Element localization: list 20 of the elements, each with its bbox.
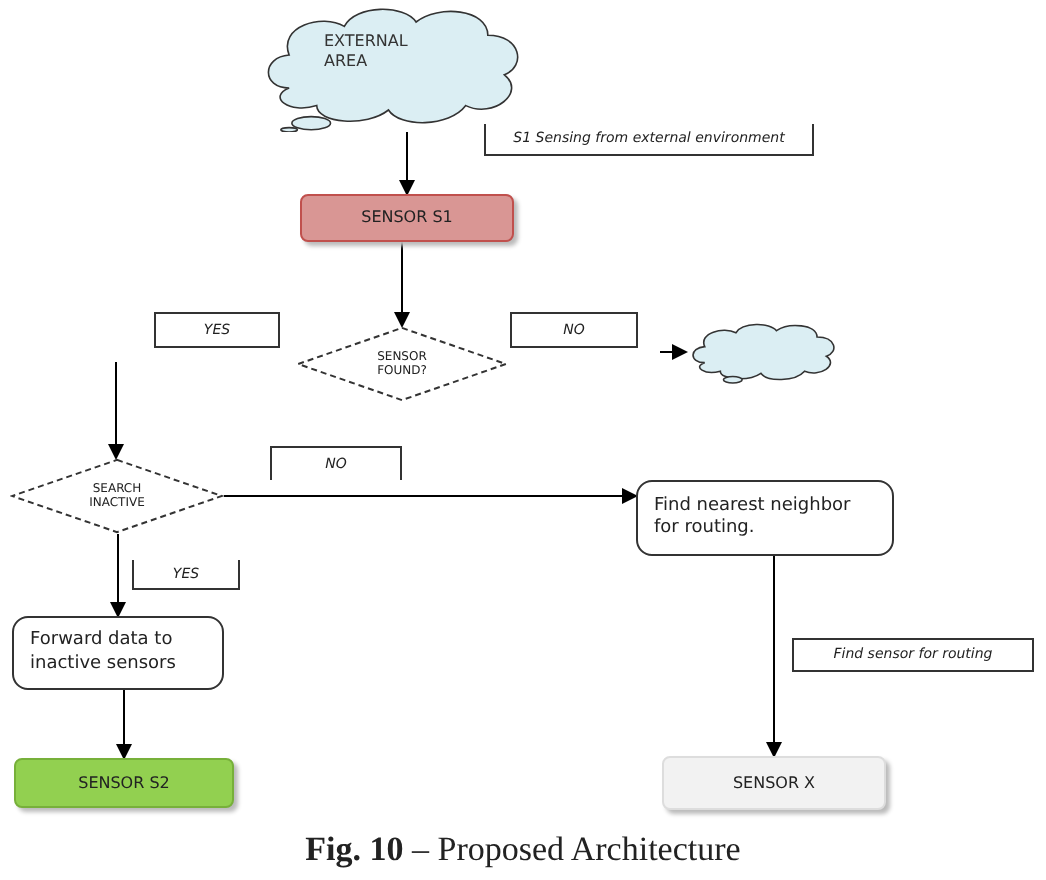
node-text: Forward data to inactive sensors: [30, 630, 178, 676]
process-box: [636, 480, 894, 556]
arrow: [110, 533, 126, 618]
arrow: [223, 488, 638, 504]
arrow: [399, 131, 415, 196]
process-box: [662, 756, 886, 810]
node-text: EXTERNAL AREA: [324, 32, 410, 72]
arrow: [659, 344, 688, 360]
process-box: [12, 616, 224, 690]
arrow: [766, 555, 782, 758]
process-box: [14, 758, 234, 808]
node-text: SENSOR S1: [361, 208, 453, 228]
figure-caption: Fig. 10 – Proposed Architecture: [303, 828, 743, 872]
node-text: Find nearest neighbor for routing.: [654, 495, 853, 541]
arrow: [394, 241, 410, 328]
arrow: [108, 361, 124, 460]
node-text: SENSOR S2: [78, 773, 170, 793]
node-text: SENSOR X: [732, 773, 816, 793]
process-box: [300, 194, 514, 242]
arrow: [116, 689, 132, 760]
